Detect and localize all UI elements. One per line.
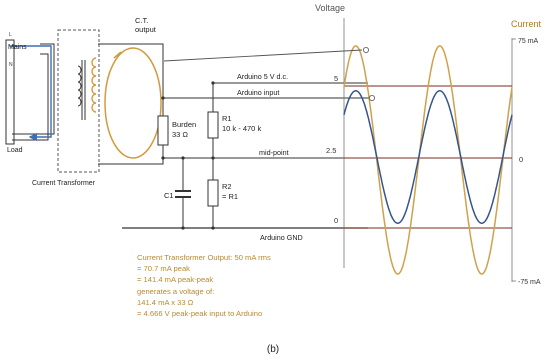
burden-value: 33 Ω xyxy=(172,130,188,139)
bias-network xyxy=(122,81,368,230)
ct-secondary-wire xyxy=(98,43,164,165)
mains-l-label: L xyxy=(9,32,12,38)
voltage-waveform xyxy=(343,89,513,225)
arduino-5v-label: Arduino 5 V d.c. xyxy=(237,72,288,81)
current-peak-pointer xyxy=(163,49,363,62)
voltage-tick-2-5: 2.5 xyxy=(326,146,336,155)
secondary-winding xyxy=(91,57,97,113)
r1-resistor xyxy=(207,111,219,139)
note-line: generates a voltage of: xyxy=(137,287,215,296)
mid-point-label: mid-point xyxy=(259,148,289,157)
current-transformer-box xyxy=(57,29,100,173)
arduino-input-label: Arduino input xyxy=(237,88,279,97)
ct-output-circuit xyxy=(98,43,169,165)
note-line: = 141.4 mA peak-peak xyxy=(137,275,214,284)
note-line: Current Transformer Output: 50 mA rms xyxy=(137,253,271,262)
waveform-chart xyxy=(163,18,516,282)
ct-current-loop xyxy=(104,47,162,159)
transformer-label: Current Transformer xyxy=(32,180,96,187)
load-label: Load xyxy=(7,147,23,154)
figure-caption: (b) xyxy=(266,344,280,355)
arduino-gnd-label: Arduino GND xyxy=(260,233,303,242)
ct-loop-arrow xyxy=(113,51,122,59)
note-line: = 70.7 mA peak xyxy=(137,264,190,273)
r2-label: R2 xyxy=(222,182,232,191)
current-tick-max: 75 mA xyxy=(518,38,539,45)
mains-wiring xyxy=(5,39,55,145)
voltage-tick-0: 0 xyxy=(334,216,338,225)
c1-label: C1 xyxy=(164,191,174,200)
note-line: = 4.666 V peak-peak input to Arduino xyxy=(137,309,263,318)
load-box xyxy=(5,39,15,145)
r2-resistor xyxy=(207,179,219,207)
note-line: 141.4 mA x 33 Ω xyxy=(137,298,194,307)
primary-winding xyxy=(77,65,82,107)
current-waveform xyxy=(343,45,513,275)
burden-resistor xyxy=(157,115,169,146)
r1-label: R1 xyxy=(222,114,232,123)
transformer-core xyxy=(77,57,97,120)
voltage-tick-5: 5 xyxy=(334,74,338,83)
ct-output-label-2: output xyxy=(135,25,157,34)
voltage-axis-title: Voltage xyxy=(315,3,345,13)
current-axis-title: Current xyxy=(511,19,542,29)
r1-value: 10 k - 470 k xyxy=(222,124,261,133)
mains-neutral-wire xyxy=(12,53,49,141)
current-tick-zero: 0 xyxy=(519,155,523,164)
mains-current-arrow xyxy=(10,45,52,142)
current-tick-min: -75 mA xyxy=(518,279,541,286)
ct-output-label-1: C.T. xyxy=(135,16,148,25)
burden-label: Burden xyxy=(172,120,196,129)
mains-n-label: N xyxy=(9,62,13,68)
mains-label: Mains xyxy=(8,44,27,51)
r2-value: = R1 xyxy=(222,192,238,201)
